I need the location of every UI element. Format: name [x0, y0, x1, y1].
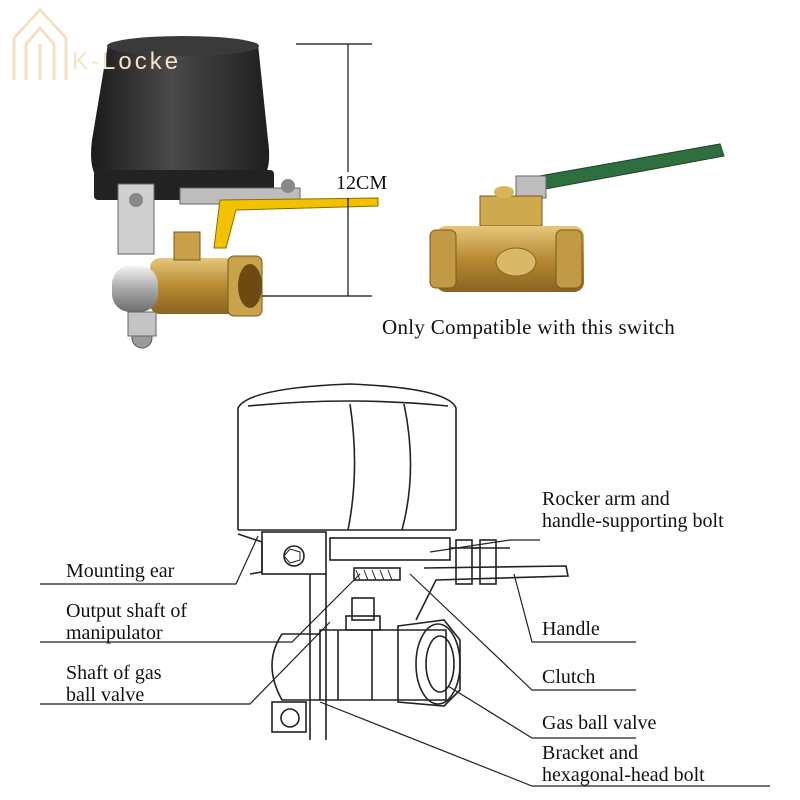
actuator-photo	[91, 36, 379, 349]
dimension-label: 12CM	[336, 172, 388, 194]
label-rocker-line1: Rocker arm and	[542, 488, 670, 510]
label-clutch: Clutch	[542, 666, 596, 688]
label-bracket-line2: hexagonal-head bolt	[542, 764, 705, 786]
watermark-text: K-Locke	[72, 48, 182, 75]
brand-watermark: K-Locke	[8, 4, 248, 88]
label-gas-ball-valve: Gas ball valve	[542, 712, 657, 734]
label-shaft-gas-line1: Shaft of gas	[66, 662, 162, 684]
label-rocker-arm: Rocker arm and handle-supporting bolt	[542, 488, 724, 532]
house-logo-icon	[12, 7, 68, 80]
leader-lines	[40, 535, 770, 787]
label-shaft-gas-valve: Shaft of gas ball valve	[66, 662, 162, 706]
label-output-shaft-line1: Output shaft of	[66, 600, 188, 622]
label-output-shaft: Output shaft of manipulator	[66, 600, 187, 644]
label-rocker-line2: handle-supporting bolt	[542, 510, 724, 532]
label-output-shaft-line2: manipulator	[66, 622, 163, 644]
dimension-line	[262, 43, 372, 297]
label-shaft-gas-line2: ball valve	[66, 684, 145, 706]
label-bracket-bolt: Bracket and hexagonal-head bolt	[542, 742, 705, 786]
label-bracket-line1: Bracket and	[542, 742, 639, 764]
compatibility-caption: Only Compatible with this switch	[382, 315, 676, 339]
line-drawing	[237, 383, 569, 740]
ball-valve-photo	[429, 143, 725, 292]
label-handle: Handle	[542, 618, 600, 640]
label-mounting-ear: Mounting ear	[66, 560, 175, 582]
